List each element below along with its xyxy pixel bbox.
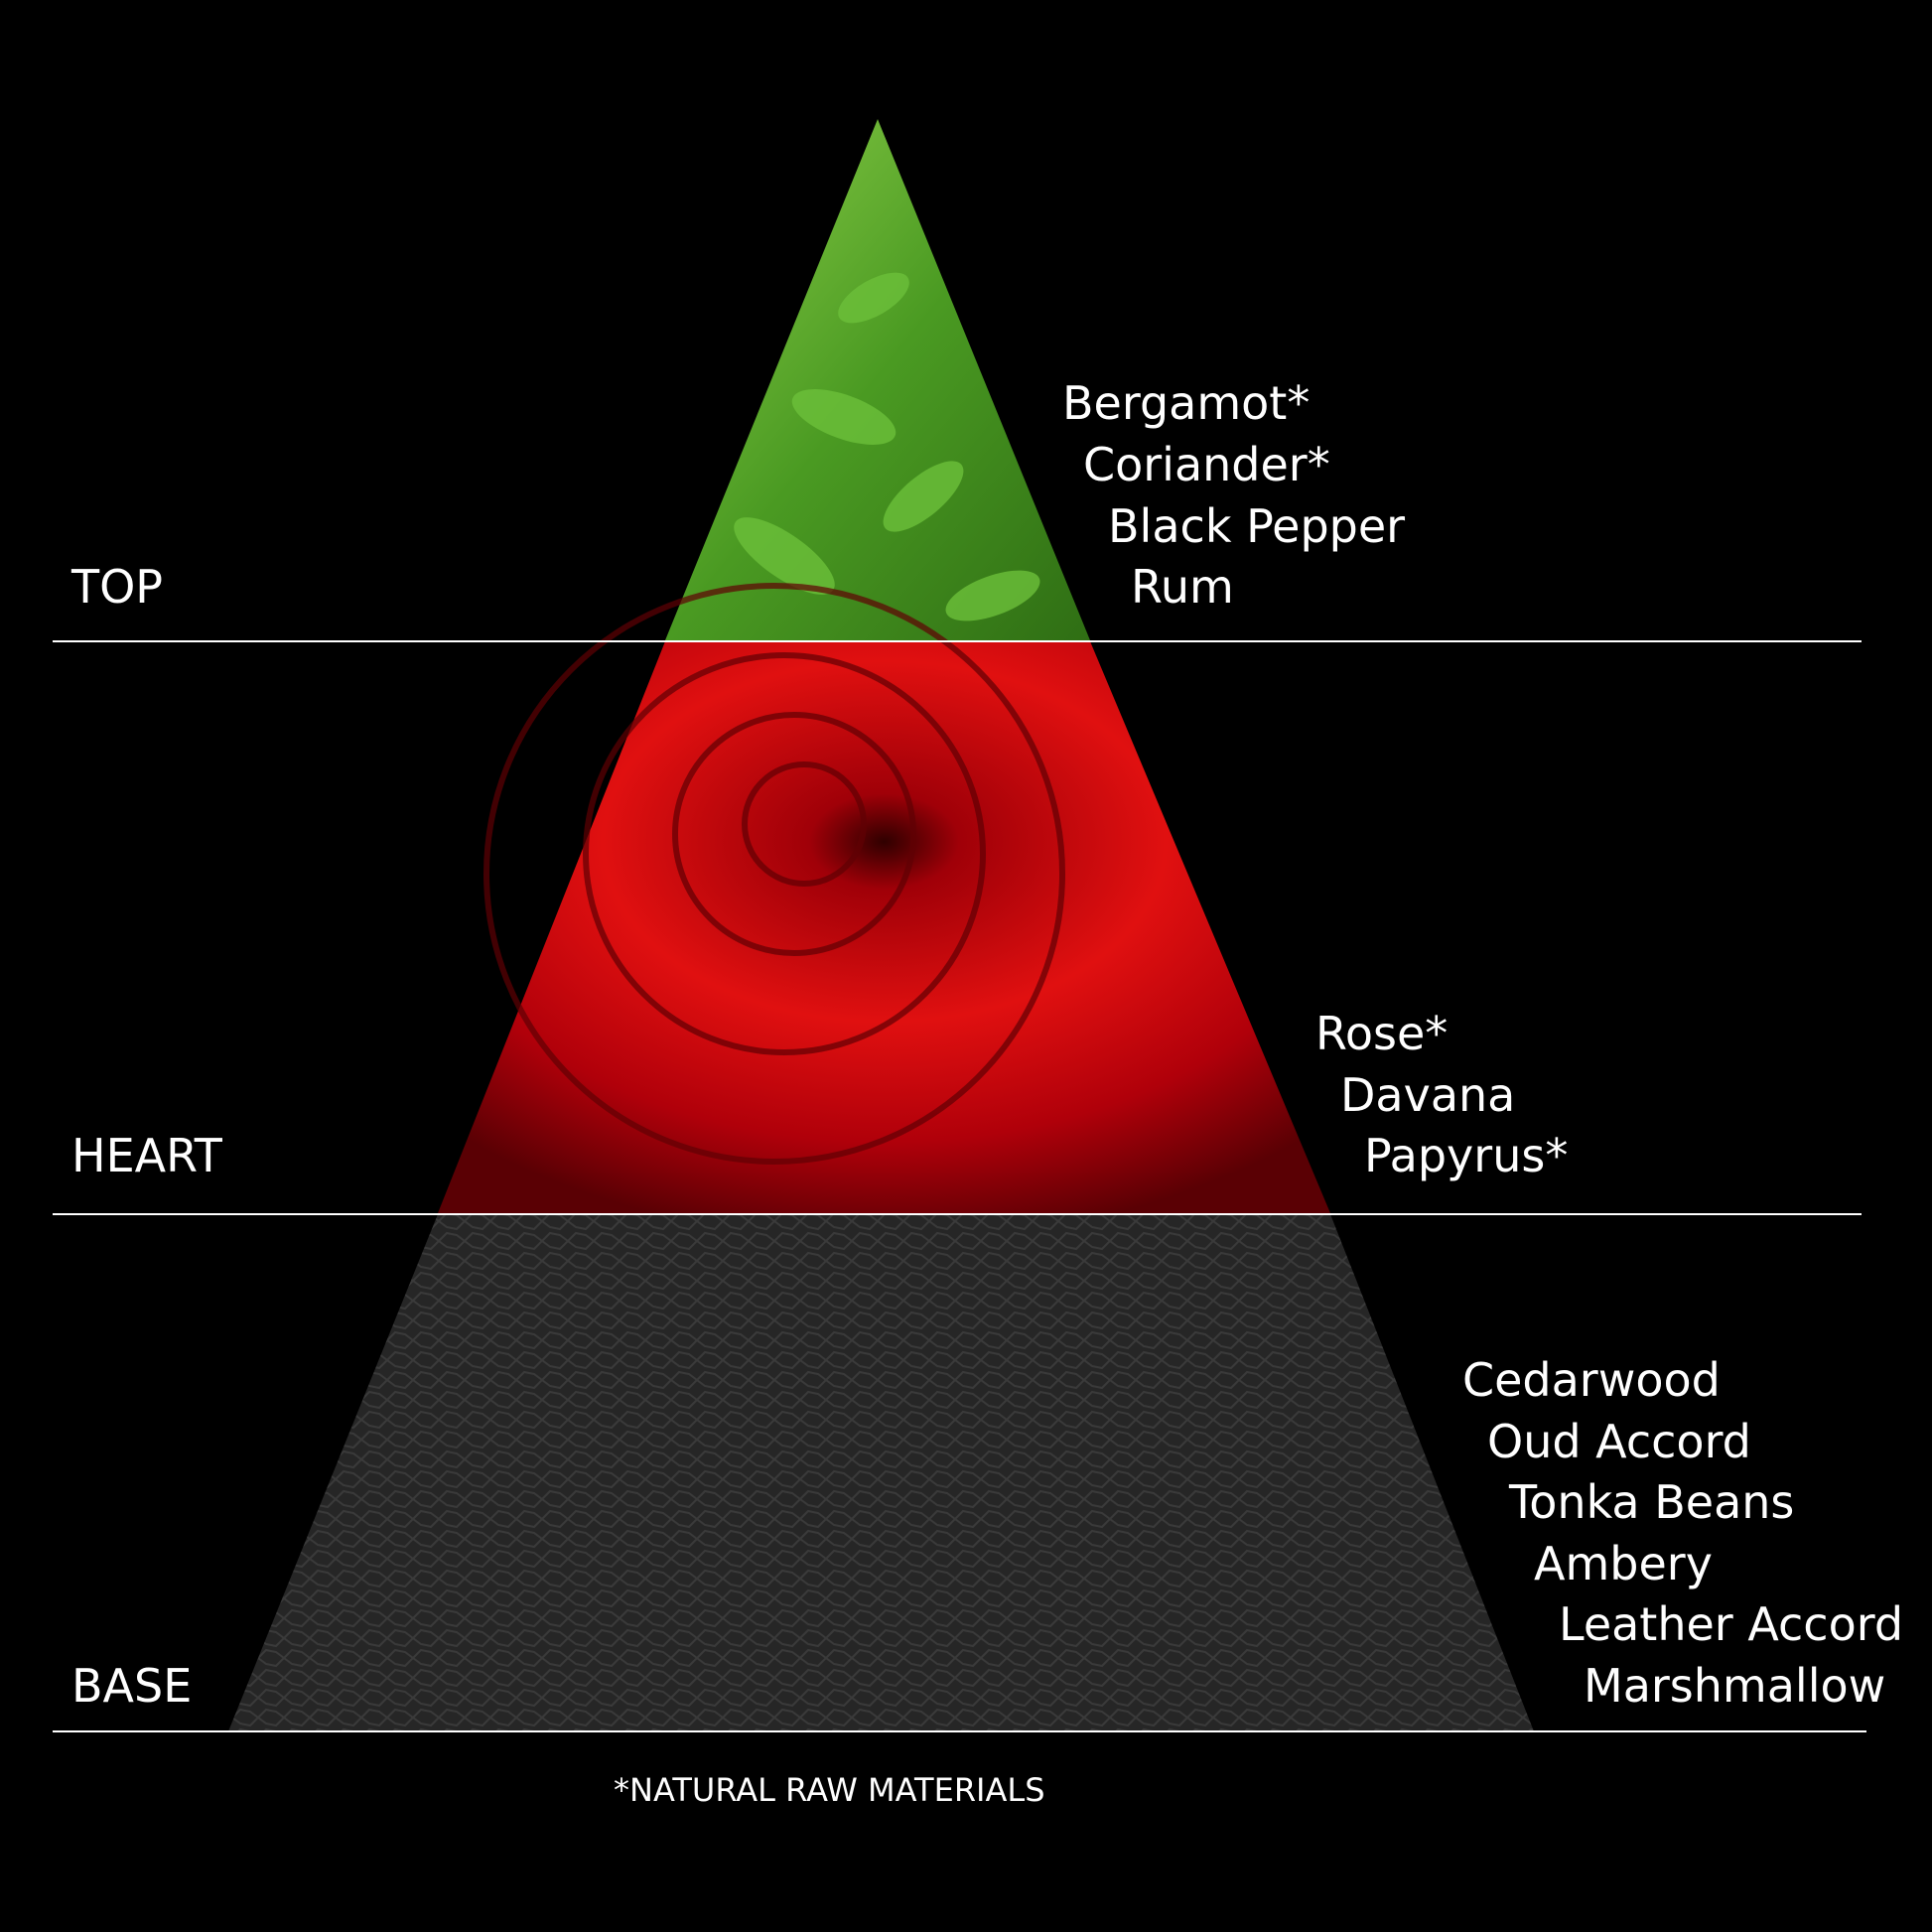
note-item: Coriander* bbox=[1083, 438, 1330, 491]
footnote: *NATURAL RAW MATERIALS bbox=[614, 1771, 1045, 1809]
tier-label-heart: HEART bbox=[71, 1129, 223, 1182]
leaf-decor bbox=[734, 272, 1040, 621]
note-item: Cedarwood bbox=[1462, 1353, 1721, 1407]
note-item: Rum bbox=[1131, 560, 1234, 614]
note-item: Tonka Beans bbox=[1508, 1475, 1794, 1529]
tier-label-top: TOP bbox=[70, 560, 163, 614]
heart-tier-image bbox=[438, 641, 1330, 1213]
note-item: Bergamot* bbox=[1062, 376, 1310, 430]
tier-label-base: BASE bbox=[71, 1659, 192, 1713]
note-item: Davana bbox=[1340, 1068, 1515, 1122]
note-item: Black Pepper bbox=[1108, 499, 1405, 553]
note-item: Ambery bbox=[1534, 1537, 1713, 1590]
note-item: Rose* bbox=[1315, 1007, 1448, 1060]
rose-petal-lines bbox=[483, 583, 1065, 1165]
note-item: Papyrus* bbox=[1364, 1129, 1568, 1182]
top-tier-image bbox=[665, 119, 1090, 640]
note-item: Leather Accord bbox=[1559, 1597, 1903, 1651]
note-item: Oud Accord bbox=[1487, 1415, 1751, 1468]
note-item: Marshmallow bbox=[1584, 1659, 1885, 1713]
base-tier-image bbox=[228, 1214, 1534, 1731]
